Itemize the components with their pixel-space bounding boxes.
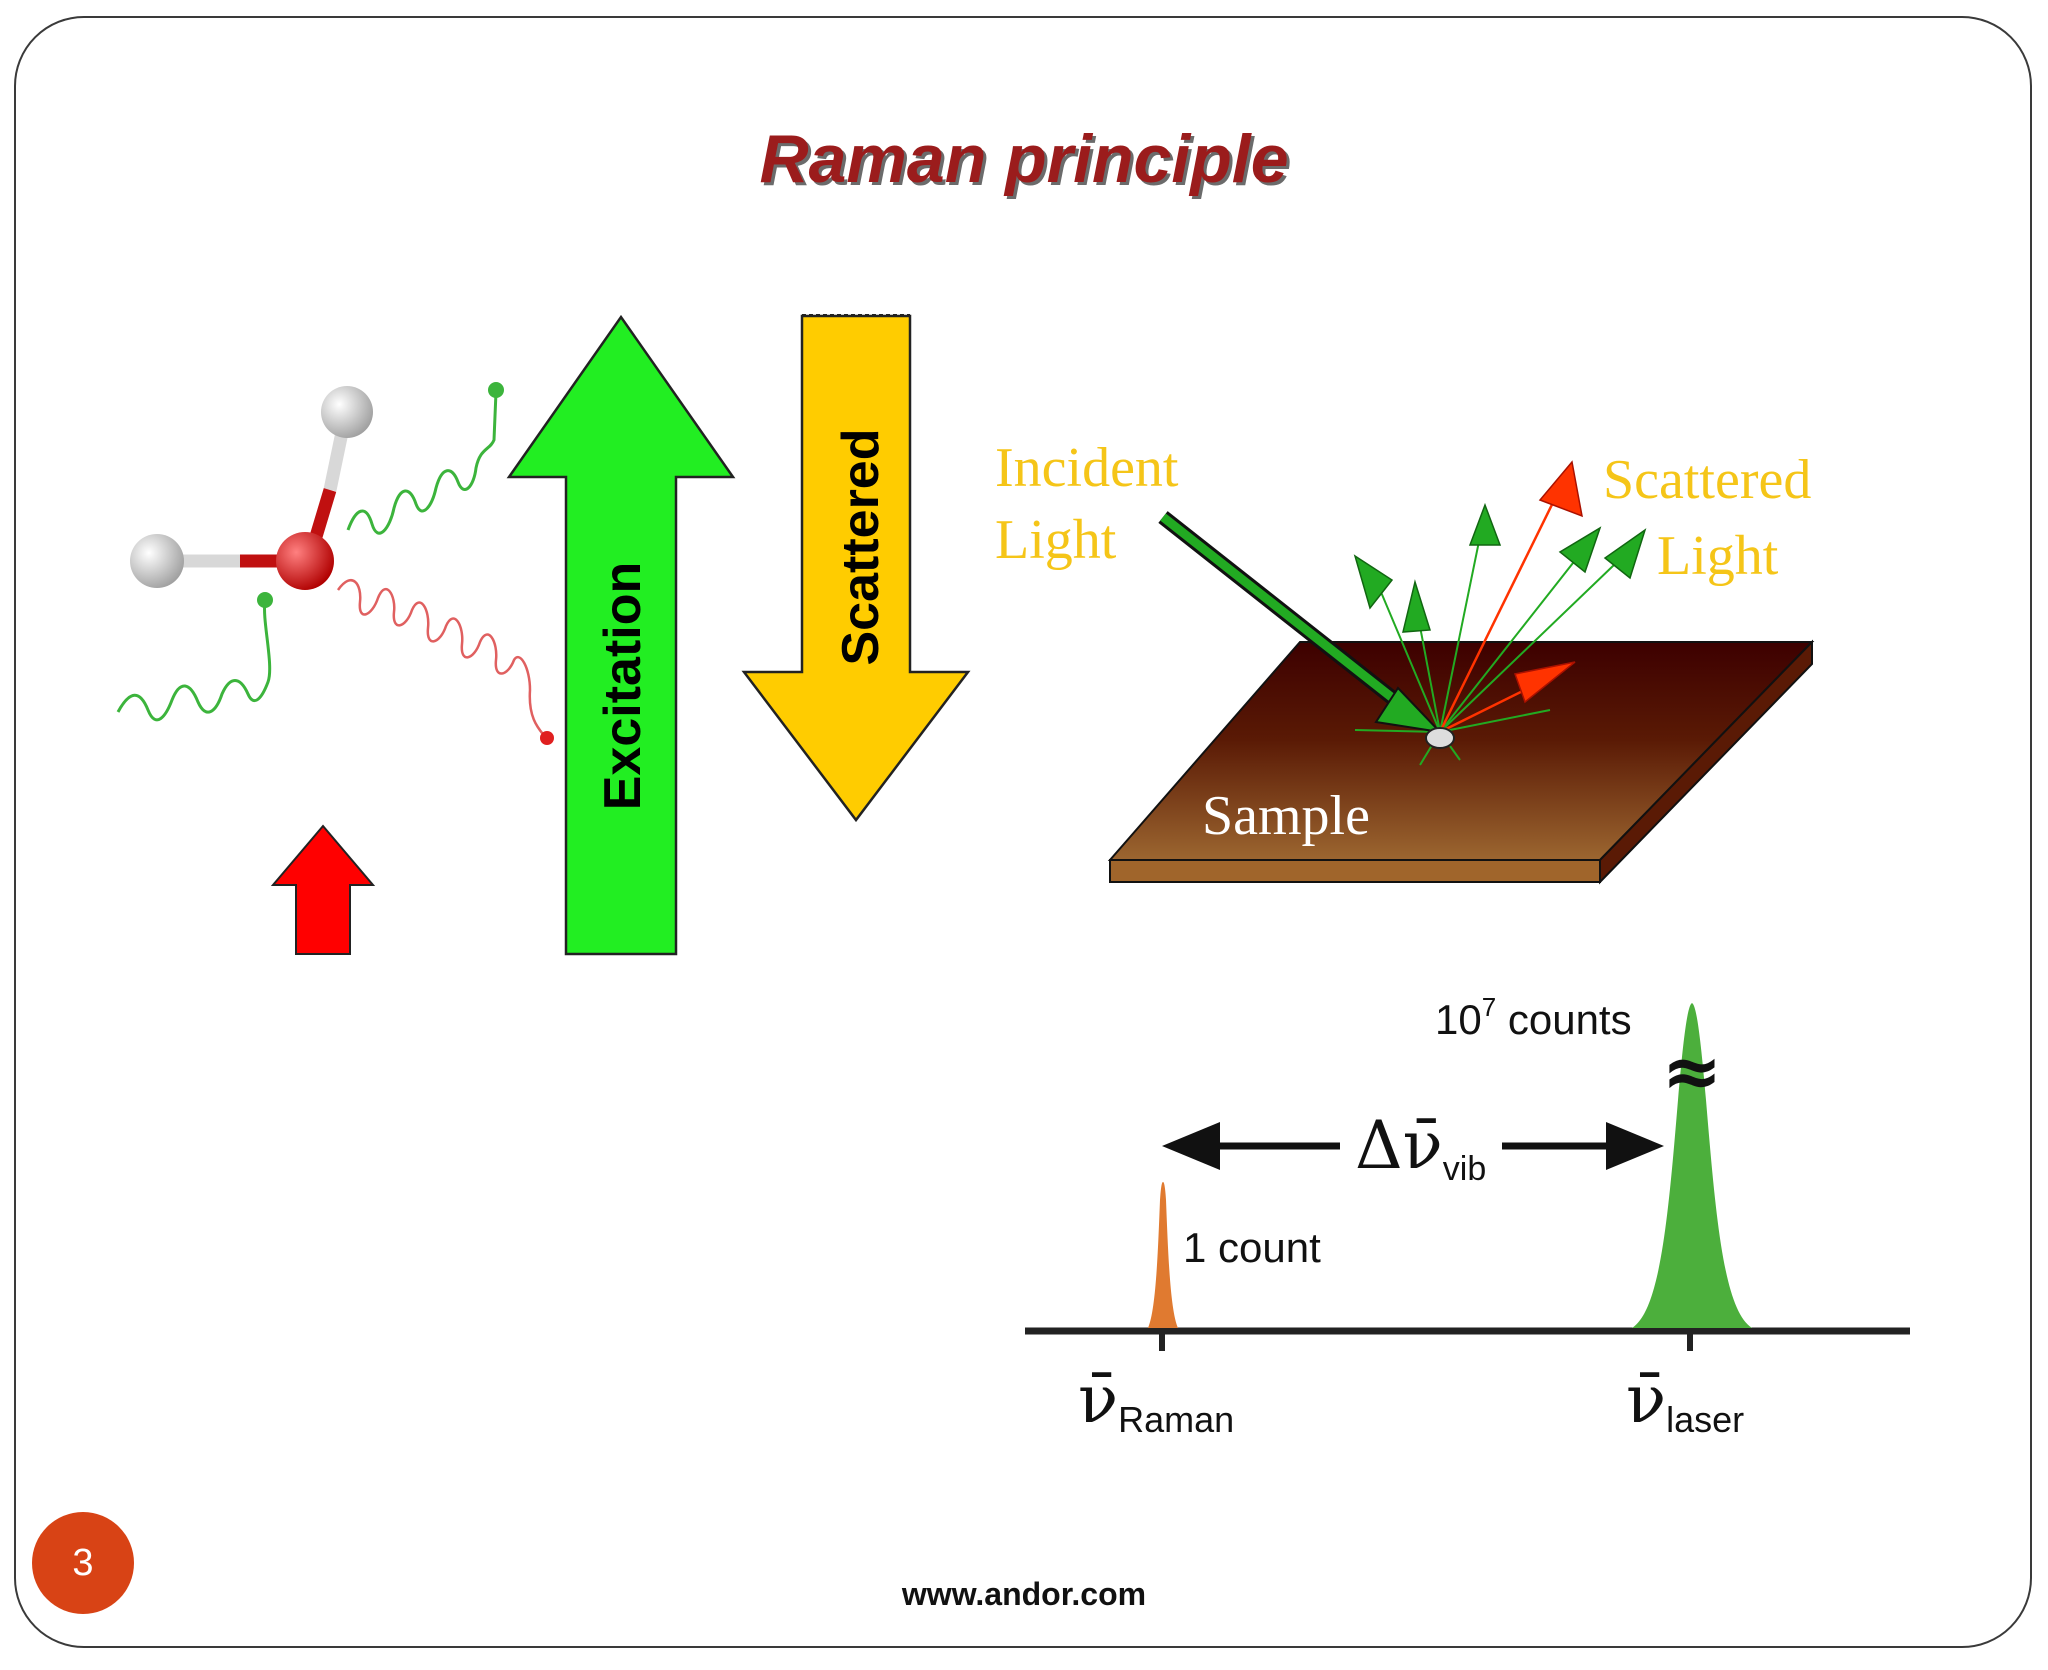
scattered-label: Scattered <box>832 429 890 666</box>
hydrogen-atom-left <box>130 534 184 588</box>
axis-break-mark: ≈ <box>1662 1029 1722 1113</box>
hydrogen-atom-top <box>321 386 373 438</box>
scattered-arrow <box>741 314 971 823</box>
photon-dot-green-2 <box>488 382 504 398</box>
excitation-label: Excitation <box>594 562 652 811</box>
laser-wavenumber-label: ν̄laser <box>1626 1361 1744 1440</box>
slide-title: Raman principle <box>759 121 1289 197</box>
raman-wavenumber-label: ν̄Raman <box>1078 1361 1234 1440</box>
excitation-arrow <box>506 314 736 956</box>
red-arrowhead-up <box>1538 460 1583 518</box>
page-number-badge: 3 <box>32 1512 134 1614</box>
incident-light-label-1: Incident <box>995 437 1179 499</box>
raman-photon-wave <box>336 579 547 739</box>
sample-slab-front <box>1109 859 1601 883</box>
vib-shift-symbol: Δν̄vib <box>1355 1107 1486 1188</box>
sample-illustration: Incident Light Scattered Light Sample <box>995 437 1815 885</box>
small-red-up-arrow <box>270 824 376 955</box>
incident-photon-wave <box>116 601 272 722</box>
scattered-light-label-2: Light <box>1657 525 1779 587</box>
water-molecule <box>130 386 373 590</box>
scattered-light-label-1: Scattered <box>1603 449 1811 511</box>
oxygen-atom <box>276 532 334 590</box>
scatter-spot <box>1425 727 1455 749</box>
scattered-photon-wave <box>346 391 498 535</box>
sample-slab-side <box>1599 639 1813 885</box>
incident-beam-head <box>1374 686 1443 734</box>
photon-dot-green <box>257 592 273 608</box>
sample-label: Sample <box>1202 785 1370 847</box>
laser-counts-label: 107 counts <box>1435 992 1632 1043</box>
photon-dot-red <box>540 731 554 745</box>
footer-url: www.andor.com <box>901 1576 1147 1612</box>
raman-spectrum: ≈ Δν̄vib 107 counts 1 count ν̄Raman ν̄la… <box>1025 992 1910 1440</box>
raman-peak <box>1148 1182 1178 1328</box>
laser-peak <box>1632 1003 1752 1328</box>
slide-frame <box>14 16 2032 1648</box>
incident-light-label-2: Light <box>995 509 1117 571</box>
raman-counts-label: 1 count <box>1183 1224 1321 1271</box>
red-arrowhead-right <box>1514 661 1576 704</box>
green-arrowheads <box>1353 502 1647 633</box>
